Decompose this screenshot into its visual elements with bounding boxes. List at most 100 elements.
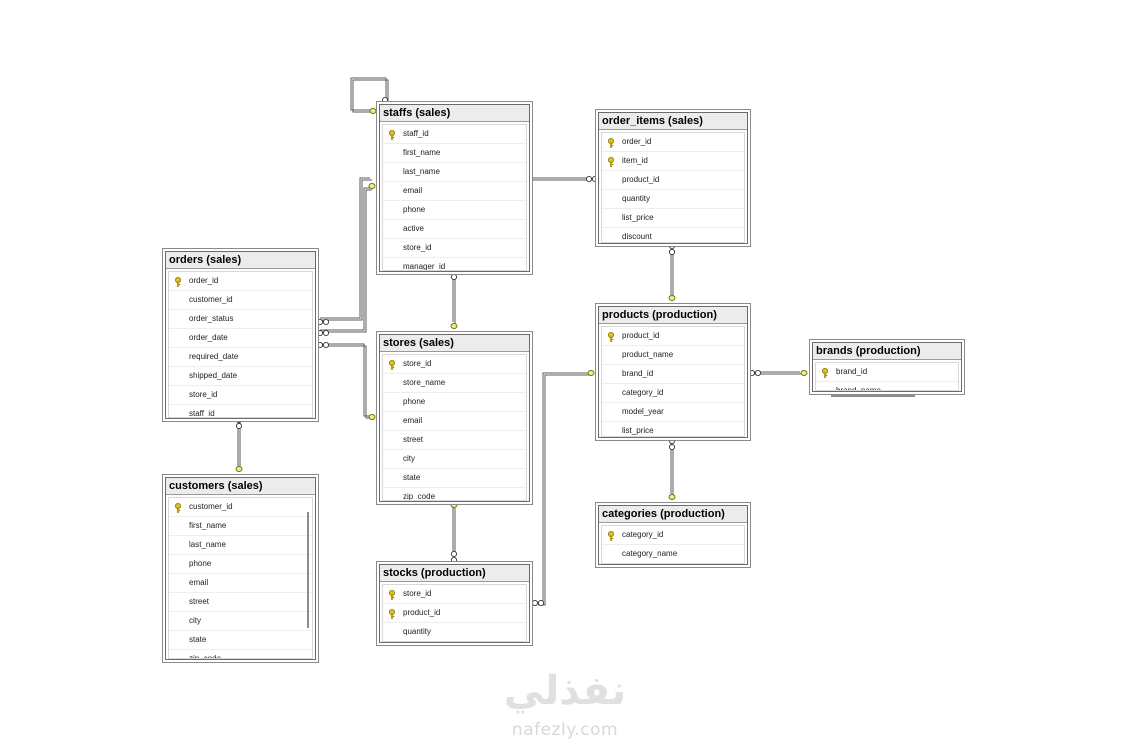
column-name: manager_id	[403, 262, 446, 271]
relationship-stocks-products[interactable]	[536, 372, 590, 606]
column-row[interactable]: store_id	[169, 386, 312, 405]
column-row[interactable]: zip_code	[383, 488, 526, 501]
column-row[interactable]: brand_name	[816, 382, 958, 390]
horizontal-scrollbar[interactable]	[831, 395, 915, 397]
table-title[interactable]: products (production)	[599, 307, 747, 324]
column-name: product_id	[403, 608, 441, 617]
column-row[interactable]: email	[383, 412, 526, 431]
column-name: last_name	[403, 167, 440, 176]
column-row[interactable]: phone	[383, 393, 526, 412]
column-row[interactable]: shipped_date	[169, 367, 312, 386]
column-row[interactable]: order_date	[169, 329, 312, 348]
column-row[interactable]: street	[169, 593, 312, 612]
column-name: city	[403, 454, 415, 463]
column-row[interactable]: order_id	[169, 272, 312, 291]
column-row[interactable]: first_name	[169, 517, 312, 536]
column-row[interactable]: category_id	[602, 384, 744, 403]
column-row[interactable]: active	[383, 220, 526, 239]
column-row[interactable]: city	[383, 450, 526, 469]
column-row[interactable]: category_id	[602, 526, 744, 545]
column-name: phone	[189, 559, 212, 568]
table-title[interactable]: customers (sales)	[166, 478, 315, 495]
column-row[interactable]: quantity	[602, 190, 744, 209]
column-row[interactable]: manager_id	[383, 258, 526, 271]
column-name: product_id	[622, 331, 660, 340]
column-name: category_name	[622, 549, 678, 558]
column-row[interactable]: phone	[169, 555, 312, 574]
column-row[interactable]: last_name	[383, 163, 526, 182]
table-title[interactable]: orders (sales)	[166, 252, 315, 269]
column-name: first_name	[403, 148, 441, 157]
many-end-stocks-products	[537, 599, 545, 607]
key-end-staffs-self	[369, 108, 377, 114]
column-row[interactable]: model_year	[602, 403, 744, 422]
column-row[interactable]: product_id	[602, 171, 744, 190]
column-row[interactable]: brand_id	[602, 365, 744, 384]
relationship-orders-staffs[interactable]	[320, 177, 372, 321]
key-end-products-categories	[668, 494, 676, 500]
relationship-stocks-stores[interactable]	[452, 506, 456, 555]
column-row[interactable]: list_price	[602, 209, 744, 228]
column-row[interactable]: store_name	[383, 374, 526, 393]
column-row[interactable]: customer_id	[169, 291, 312, 310]
column-row[interactable]: email	[169, 574, 312, 593]
column-name: phone	[403, 397, 426, 406]
column-row[interactable]: state	[383, 469, 526, 488]
column-row[interactable]: store_id	[383, 585, 526, 604]
table-title[interactable]: stores (sales)	[380, 335, 529, 352]
column-row[interactable]: product_name	[602, 346, 744, 365]
column-row[interactable]: item_id	[602, 152, 744, 171]
column-row[interactable]: customer_id	[169, 498, 312, 517]
watermark-url: nafezly.com	[511, 720, 619, 740]
relationship-order-items-products[interactable]	[670, 250, 674, 297]
table-staffs[interactable]: staffs (sales) staff_id first_name last_na…	[379, 104, 530, 272]
many-end-products-brands	[748, 369, 756, 377]
column-row[interactable]: order_status	[169, 310, 312, 329]
relationship-products-categories[interactable]	[670, 443, 674, 496]
column-row[interactable]: store_id	[383, 239, 526, 258]
column-row[interactable]: staff_id	[169, 405, 312, 417]
column-row[interactable]: product_id	[383, 604, 526, 623]
column-row[interactable]: brand_id	[816, 363, 958, 382]
column-row[interactable]: email	[383, 182, 526, 201]
column-row[interactable]: store_id	[383, 355, 526, 374]
many-end-orders-staffs2	[316, 329, 324, 337]
column-row[interactable]: state	[169, 631, 312, 650]
many-end-stocks-stores	[450, 550, 458, 558]
column-row[interactable]: category_name	[602, 545, 744, 563]
key-end-stocks-stores	[450, 502, 458, 508]
column-row[interactable]: last_name	[169, 536, 312, 555]
relationship-orders-stores[interactable]	[320, 343, 372, 419]
column-row[interactable]: zip_code	[169, 650, 312, 658]
column-name: zip_code	[403, 492, 436, 501]
column-row[interactable]: list_price	[602, 422, 744, 436]
column-row[interactable]: required_date	[169, 348, 312, 367]
column-row[interactable]: phone	[383, 201, 526, 220]
table-products[interactable]: products (production) product_id product_…	[598, 306, 748, 438]
table-title[interactable]: stocks (production)	[380, 565, 529, 582]
column-name: street	[189, 597, 210, 606]
column-row[interactable]: order_id	[602, 133, 744, 152]
table-title[interactable]: brands (production)	[813, 343, 961, 360]
column-row[interactable]: staff_id	[383, 125, 526, 144]
vertical-scrollbar[interactable]	[307, 512, 309, 628]
table-title[interactable]: order_items (sales)	[599, 113, 747, 130]
column-row[interactable]: city	[169, 612, 312, 631]
column-name: email	[403, 186, 423, 195]
table-title[interactable]: categories (production)	[599, 506, 747, 523]
table-title[interactable]: staffs (sales)	[380, 105, 529, 122]
relationship-staffs-order-items[interactable]	[531, 177, 590, 181]
column-row[interactable]: first_name	[383, 144, 526, 163]
column-row[interactable]: discount	[602, 228, 744, 242]
relationship-orders-staffs-2[interactable]	[320, 187, 372, 333]
column-row[interactable]: quantity	[383, 623, 526, 641]
column-row[interactable]: product_id	[602, 327, 744, 346]
column-row[interactable]: street	[383, 431, 526, 450]
